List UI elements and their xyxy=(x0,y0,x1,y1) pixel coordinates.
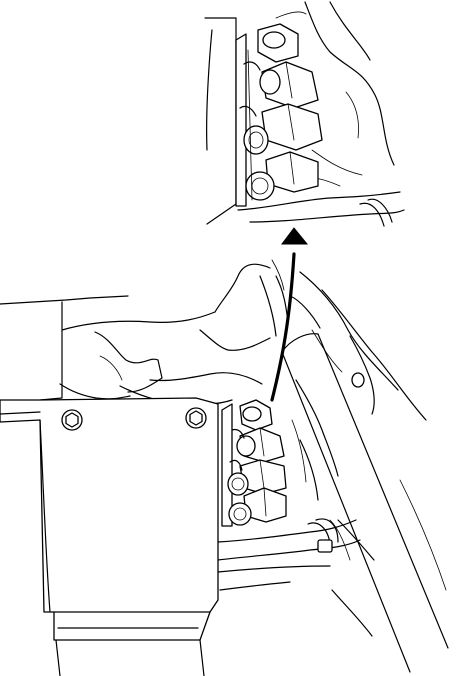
fuel-injector-bolts xyxy=(221,399,287,527)
detail-inset xyxy=(204,1,405,227)
detail-inset-fuel-injector-bolts xyxy=(235,23,323,207)
engine-block xyxy=(0,259,449,673)
main-view xyxy=(0,259,449,676)
callout-arrow xyxy=(270,227,309,402)
tie-rod-tube xyxy=(281,333,449,673)
cover-plate xyxy=(0,397,219,676)
detail-inset-engine-block xyxy=(204,1,405,227)
cable-tie xyxy=(307,518,339,553)
